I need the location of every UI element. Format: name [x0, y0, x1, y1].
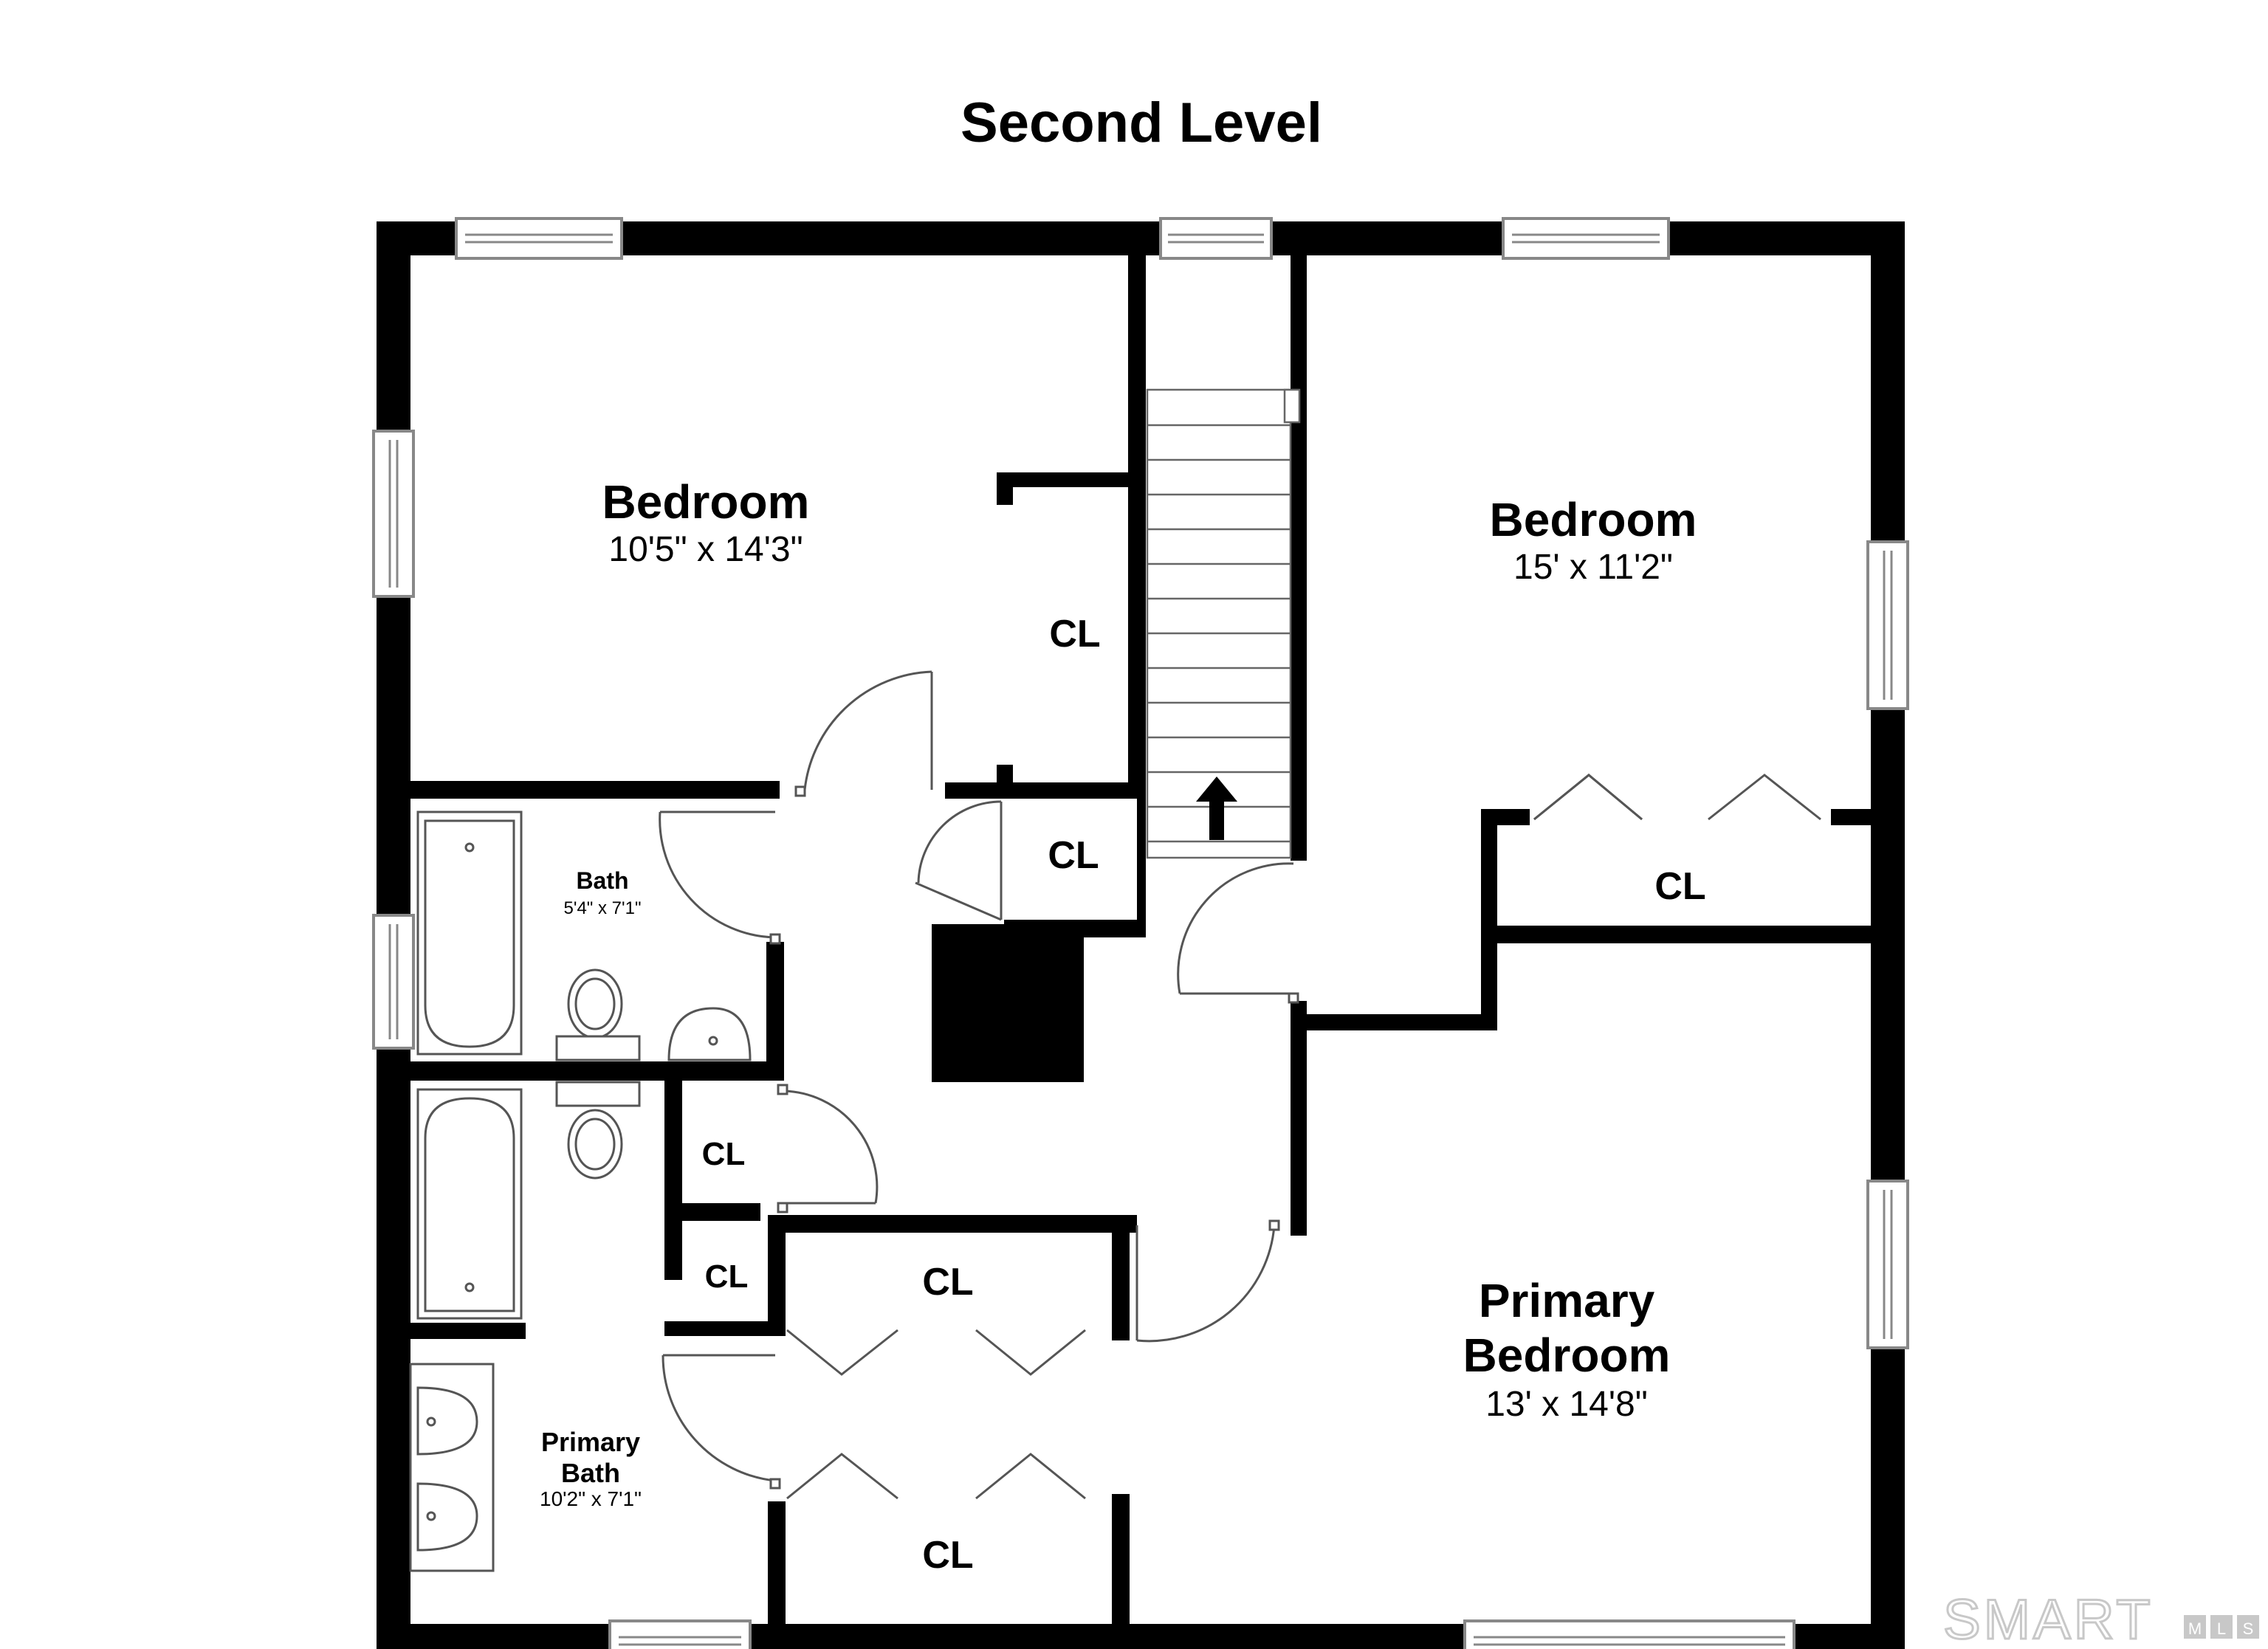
room-name-primary-bath-1: Primary [541, 1427, 640, 1457]
window-left-2 [372, 914, 415, 1050]
wall-stair-east [1291, 255, 1307, 861]
room-dims-bath: 5'4" x 7'1" [564, 898, 642, 918]
wall-ne-cl-stub-left [1481, 809, 1530, 825]
door-nw-bedroom [794, 670, 933, 797]
wall-cl2-top [945, 782, 1134, 799]
up-arrow-icon [1196, 777, 1237, 840]
wall-bath-east [766, 942, 784, 1072]
room-name-bedroom-ne: Bedroom [1490, 493, 1697, 546]
doors [659, 670, 1299, 1490]
wall-bath-south [410, 1061, 784, 1081]
closet-label-5: CL [705, 1259, 749, 1295]
bifold-doors [786, 774, 1821, 1500]
wall-ne-cl-stub-right [1831, 809, 1871, 825]
door-primary-bath [662, 1354, 781, 1490]
wall-cl-lower-east [1112, 1494, 1130, 1624]
sink-upper [667, 1007, 752, 1061]
window-bottom-2 [1463, 1619, 1796, 1649]
wall-ne-cl-west [1481, 809, 1497, 934]
wall-primary-jog [1481, 934, 1497, 1030]
room-name-bedroom-nw: Bedroom [602, 475, 810, 529]
smart-mls-watermark: SMART M L S [1942, 1588, 2259, 1649]
bathtub-upper [416, 810, 523, 1056]
wall-cl-lower-west [768, 1501, 786, 1624]
closet-label-6: CL [922, 1261, 973, 1304]
room-name-primary-bath-2: Bath [561, 1458, 620, 1488]
room-dims-primary-bath: 10'2" x 7'1" [540, 1487, 642, 1510]
wall-cl1-top [997, 472, 1130, 487]
double-vanity [409, 1363, 495, 1572]
room-name-bath: Bath [576, 867, 628, 894]
room-dims-bedroom-ne: 15' x 11'2" [1513, 548, 1673, 587]
watermark-text: SMART [1943, 1588, 2154, 1649]
window-top-2 [1159, 217, 1273, 260]
toilet-upper [555, 968, 641, 1061]
room-name-primary-bedroom-2: Bedroom [1463, 1329, 1671, 1382]
window-left-1 [372, 430, 415, 598]
wall-bedroom-bath [410, 781, 780, 799]
window-right-1 [1866, 540, 1909, 710]
wall-hall-east [1291, 1001, 1307, 1236]
watermark-sub-2: L [2217, 1619, 2226, 1638]
bath-fixtures [409, 810, 752, 1572]
door-bath [659, 810, 781, 945]
door-cl2 [915, 800, 1003, 921]
wall-cl1-stub [997, 472, 1013, 505]
closet-label-1: CL [1049, 613, 1100, 655]
wall-linen-cl-west [664, 1221, 682, 1280]
closet-label-2: CL [1048, 834, 1099, 877]
door-hall-cl [777, 1084, 879, 1213]
wall-linen-cl-bottom [664, 1321, 768, 1336]
chimney [932, 924, 1084, 1082]
window-top-3 [1502, 217, 1670, 260]
wall-primary-top-west [1307, 1014, 1494, 1030]
watermark-sub-1: M [2188, 1619, 2202, 1638]
staircase [1146, 388, 1301, 859]
wall-hall-cl-west [664, 1081, 682, 1221]
plan-title: Second Level [961, 92, 1322, 154]
wall-nw-bedroom-east [1128, 255, 1137, 799]
wall-cl-row-east [1112, 1215, 1130, 1340]
closet-label-7: CL [922, 1534, 973, 1577]
closet-label-4: CL [702, 1136, 746, 1172]
wall-linen-cl-east [768, 1221, 786, 1336]
room-dims-primary-bedroom: 13' x 14'8" [1485, 1385, 1648, 1424]
window-right-2 [1866, 1180, 1909, 1349]
bathtub-lower [416, 1088, 523, 1320]
door-primary-bedroom [1135, 1219, 1280, 1343]
watermark-sub-3: S [2243, 1619, 2254, 1638]
wall-primary-top [1481, 926, 1871, 943]
windows [372, 217, 1909, 1649]
wall-exterior-right [1871, 221, 1905, 1649]
window-top-1 [455, 217, 623, 260]
window-bottom-1 [608, 1619, 752, 1649]
wall-primary-tub [410, 1323, 526, 1339]
wall-stair-west [1137, 255, 1146, 937]
room-dims-bedroom-nw: 10'5" x 14'3" [608, 530, 803, 569]
door-stair [1177, 862, 1299, 1004]
closet-label-3: CL [1654, 865, 1705, 908]
wall-cl-row-top [768, 1215, 1137, 1233]
toilet-lower [555, 1081, 641, 1180]
wall-hall-cl-bottom [664, 1203, 760, 1221]
room-name-primary-bedroom-1: Primary [1479, 1274, 1655, 1327]
